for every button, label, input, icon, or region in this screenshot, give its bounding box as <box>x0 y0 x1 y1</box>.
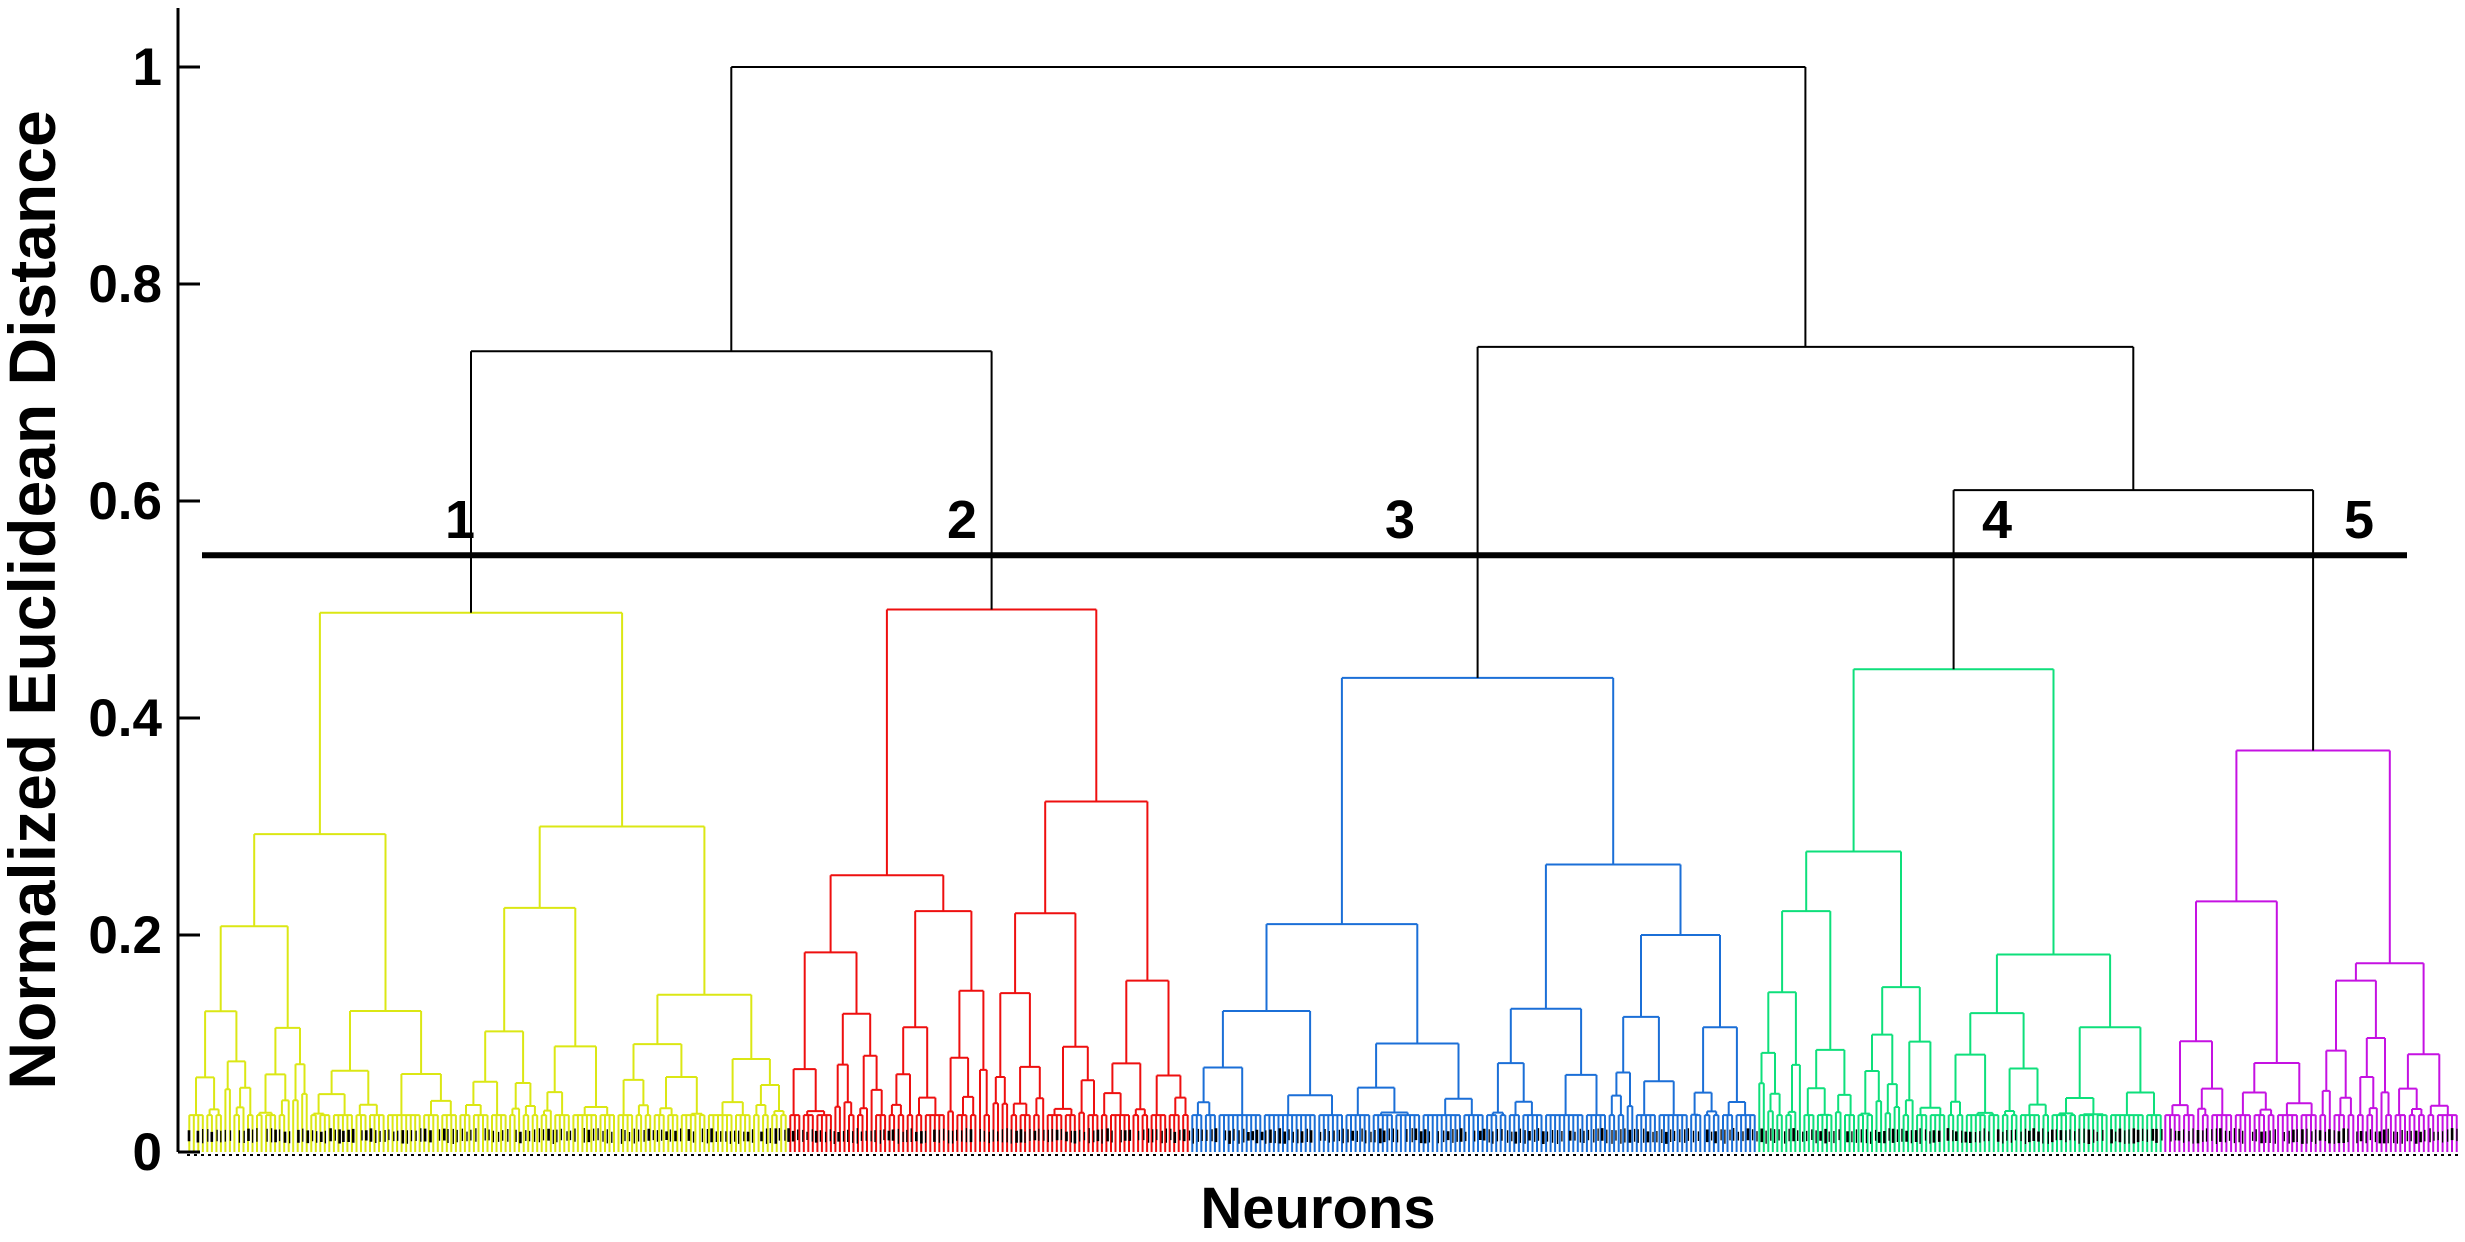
cluster-4-subtree <box>1758 668 2162 1152</box>
leaf-label-barcode-thin <box>202 1128 2458 1144</box>
cluster-3-subtree <box>1191 676 1756 1152</box>
cluster-label-2: 2 <box>947 490 977 550</box>
cluster-label-5: 5 <box>2344 490 2374 550</box>
generated-chart-layer: 1 2 3 4 5 0 0.2 0.4 0.6 0.8 1 <box>88 8 2459 1182</box>
cluster-label-3: 3 <box>1385 490 1415 550</box>
cluster-5-subtree <box>2164 749 2458 1152</box>
leaf-label-barcode-thick <box>187 1128 2454 1144</box>
upper-linkage-links <box>470 66 2315 751</box>
y-tick-label-0.8: 0.8 <box>88 255 162 314</box>
cluster-label-1: 1 <box>445 490 475 550</box>
cluster-label-4: 4 <box>1982 490 2012 550</box>
y-tick-label-0.6: 0.6 <box>88 472 162 531</box>
cluster-1-subtree <box>188 611 787 1152</box>
y-tick-label-1: 1 <box>133 38 162 97</box>
y-tick-label-0: 0 <box>133 1123 162 1182</box>
y-axis-title: Normalized Euclidean Distance <box>0 110 69 1089</box>
y-tick-label-0.2: 0.2 <box>88 906 162 965</box>
y-tick-label-0.4: 0.4 <box>88 689 162 748</box>
x-axis-title: Neurons <box>1200 1176 1435 1241</box>
cluster-2-subtree <box>789 608 1189 1152</box>
